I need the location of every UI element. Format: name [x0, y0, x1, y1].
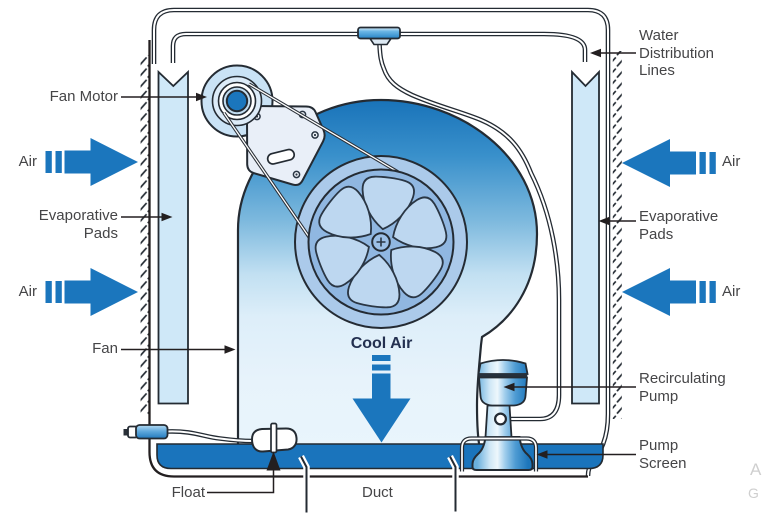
pump-cone [478, 376, 528, 407]
pump-screen [459, 436, 539, 472]
evaporative-pad-right [571, 69, 600, 405]
watermark-letter-a: A [750, 460, 762, 479]
pump-base [471, 436, 534, 471]
air-flow-arrow-left-top-icon [45, 138, 138, 186]
label-water-distribution-lines: Water Distribution Lines [639, 27, 715, 79]
label-fan-motor: Fan Motor [49, 88, 118, 105]
label-air-right-bottom: Air [722, 283, 741, 300]
side-hatching-right [612, 51, 622, 419]
evaporative-pad-left [157, 69, 189, 405]
label-cool-air: Cool Air [350, 335, 413, 352]
side-hatching-left [140, 55, 150, 415]
air-flow-arrow-left-bottom-icon [45, 268, 138, 316]
label-air-left-top: Air [18, 153, 37, 170]
motor-pulley [211, 75, 263, 127]
duct-break-lines [298, 454, 459, 513]
watermark-letter-g: G [748, 485, 759, 501]
label-pump-screen: Pump Screen [639, 437, 687, 472]
cool-air-arrow-icon [352, 355, 411, 443]
label-evaporative-pads-left: Evaporative Pads [38, 207, 118, 242]
label-air-right-top: Air [722, 153, 741, 170]
t-fitting [357, 26, 401, 46]
drain-nub [123, 429, 129, 436]
label-float: Float [171, 484, 205, 501]
float-pin [270, 422, 278, 454]
drain-fitting [135, 424, 169, 440]
fan-wheel [307, 168, 455, 316]
air-flow-arrow-right-top-icon [622, 139, 716, 187]
float-leader [207, 469, 275, 494]
air-flow-arrow-right-bottom-icon [622, 268, 716, 316]
label-fan: Fan [92, 340, 118, 357]
pump-cap [477, 359, 529, 375]
mount-slot [266, 148, 296, 165]
label-recirculating-pump: Recirculating Pump [639, 370, 726, 405]
float-assembly [123, 422, 298, 454]
recirculating-pump [471, 359, 534, 471]
label-evaporative-pads-right: Evaporative Pads [639, 208, 719, 243]
label-duct: Duct [362, 484, 393, 501]
leader-lines [121, 48, 636, 494]
label-air-left-bottom: Air [18, 283, 37, 300]
pump-port [494, 412, 508, 426]
riser-tube [377, 43, 562, 422]
